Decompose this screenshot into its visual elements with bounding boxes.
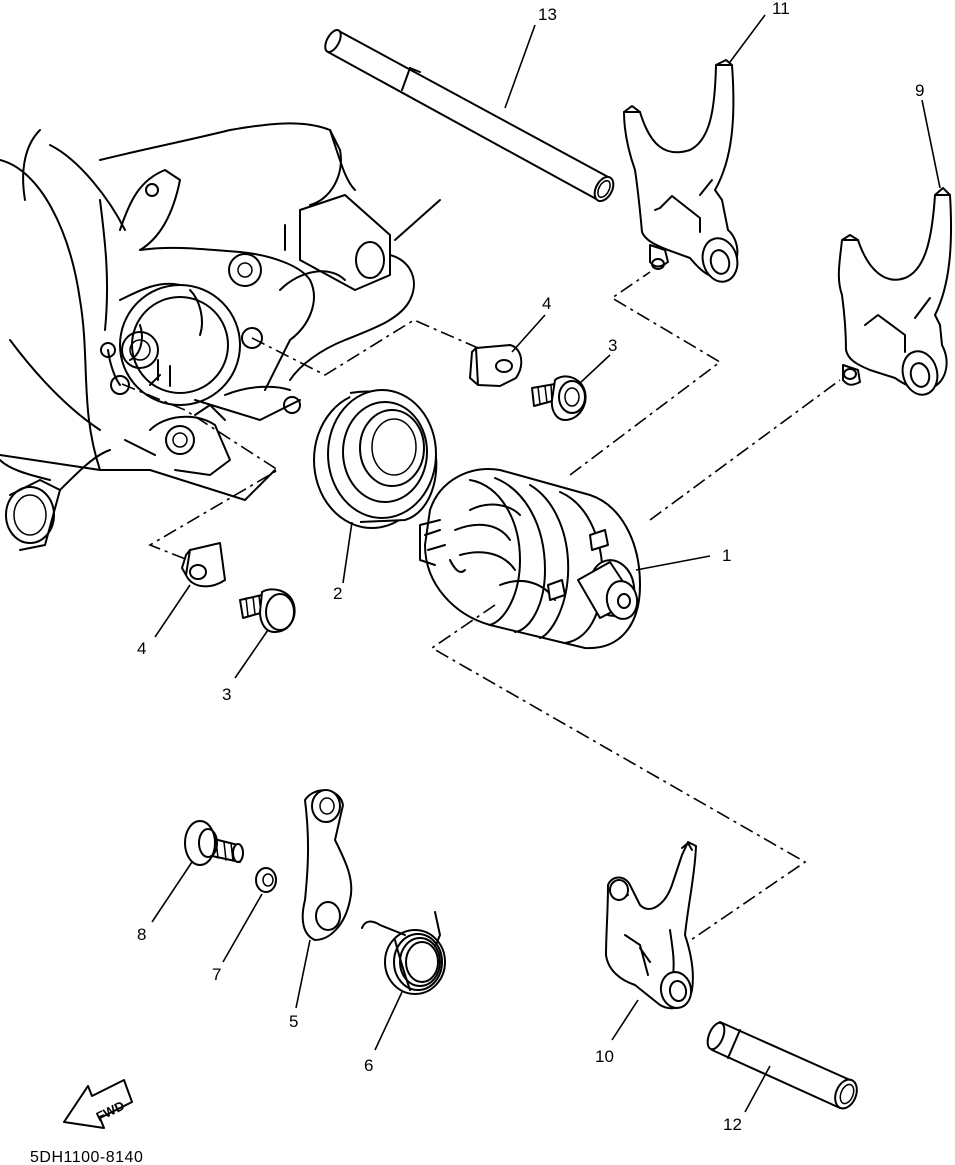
callout-6: 6 <box>364 1056 373 1075</box>
fwd-arrow: FWD <box>63 1079 133 1129</box>
drawing-code: 5DH1100-8140 <box>30 1149 143 1165</box>
part-10-shift-fork <box>605 841 697 1010</box>
part-5-stopper-lever <box>301 789 353 941</box>
part-3-bolt-upper <box>531 375 587 421</box>
part-4-plate-lower <box>181 542 226 588</box>
callout-10: 10 <box>595 1047 614 1066</box>
callout-5: 5 <box>289 1012 298 1031</box>
callout-4-upper: 4 <box>542 294 551 313</box>
callout-4-lower: 4 <box>137 639 146 658</box>
part-2-bearing <box>313 389 438 529</box>
part-11-shift-fork <box>623 59 739 283</box>
callout-9: 9 <box>915 81 924 100</box>
part-9-shift-fork <box>837 187 953 396</box>
callout-12: 12 <box>723 1115 742 1134</box>
callout-1: 1 <box>722 546 731 565</box>
callout-2: 2 <box>333 584 342 603</box>
part-1-shift-drum <box>419 468 641 650</box>
part-8-bolt <box>184 820 244 866</box>
callout-11: 11 <box>772 0 790 18</box>
part-6-torsion-spring <box>361 911 446 995</box>
part-13-guide-bar <box>324 29 615 203</box>
part-7-washer <box>255 867 277 893</box>
callout-13: 13 <box>538 5 557 24</box>
part-4-plate-upper <box>469 344 523 387</box>
callout-7: 7 <box>212 965 221 984</box>
callout-3-lower: 3 <box>222 685 231 704</box>
part-3-bolt-lower <box>239 588 296 633</box>
callout-3-upper: 3 <box>608 336 617 355</box>
part-12-guide-bar <box>706 1021 858 1110</box>
callout-8: 8 <box>137 925 146 944</box>
assembly-lines <box>121 271 841 943</box>
leader-lines <box>151 14 941 1113</box>
callout-numbers: 13 11 9 4 3 1 2 4 3 8 7 5 6 10 12 <box>137 0 924 1134</box>
crankcase <box>0 122 441 551</box>
